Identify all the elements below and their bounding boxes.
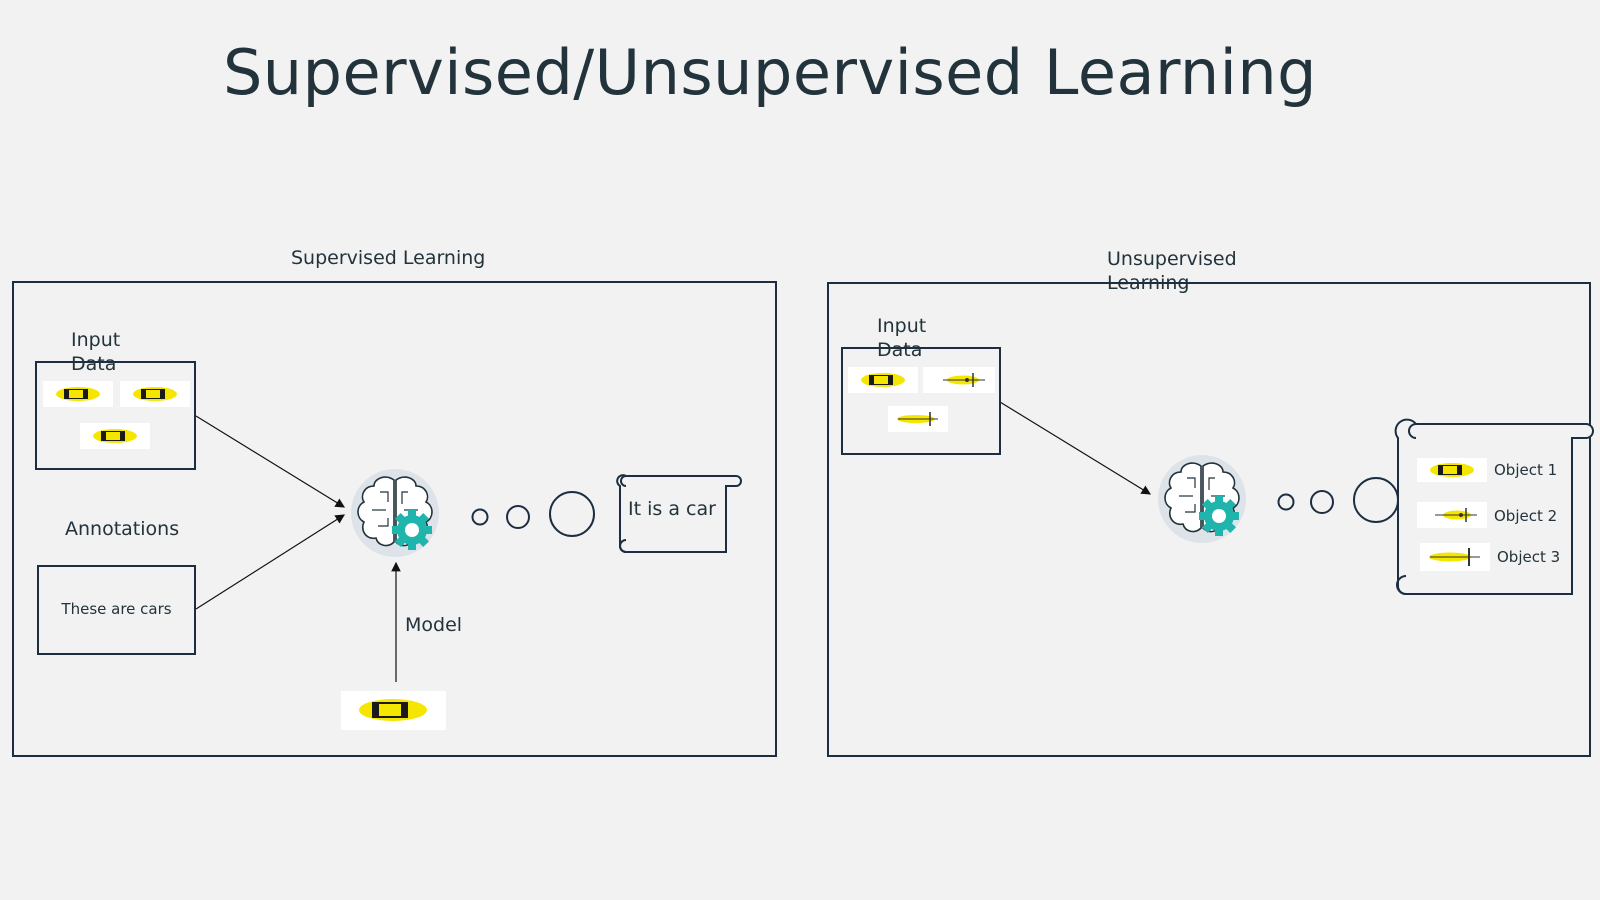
car-icon xyxy=(359,699,427,721)
brain-gear-icon xyxy=(351,469,439,557)
object-3-label: Object 3 xyxy=(1497,548,1561,566)
annotation-text: These are cars xyxy=(61,600,172,618)
car-icon xyxy=(56,387,100,401)
plane-icon xyxy=(1429,548,1480,566)
brain-gear-icon xyxy=(1158,455,1246,543)
car-image xyxy=(848,367,918,393)
output-text: It is a car xyxy=(628,498,716,520)
unsupervised-section-label: Unsupervised Learning xyxy=(1107,248,1237,294)
car-icon xyxy=(133,387,177,401)
model-label: Model xyxy=(405,614,463,636)
car-image xyxy=(43,381,113,407)
object-1-label: Object 1 xyxy=(1494,461,1558,479)
output-scroll xyxy=(616,474,742,553)
car-icon xyxy=(93,429,137,443)
model-car-image xyxy=(341,691,446,730)
supervised-panel xyxy=(12,281,777,757)
car-icon xyxy=(1430,463,1474,477)
object-2-image xyxy=(1417,502,1487,528)
slide-title: Supervised/Unsupervised Learning xyxy=(222,36,1318,109)
thought-bubbles xyxy=(471,491,595,537)
car-image xyxy=(80,423,150,449)
supervised-input-data-label: Input Data xyxy=(71,329,121,375)
plane-icon xyxy=(1435,508,1477,522)
supervised-section-label: Supervised Learning xyxy=(291,247,486,269)
object-3-image xyxy=(1420,543,1490,571)
car-image xyxy=(120,381,190,407)
plane-icon xyxy=(943,373,985,387)
plane-icon xyxy=(897,412,938,426)
object-2-label: Object 2 xyxy=(1494,507,1558,525)
object-1-image xyxy=(1417,458,1487,482)
supervised-input-data-box xyxy=(35,361,196,470)
unsupervised-input-data-box xyxy=(841,347,1001,455)
unsupervised-input-data-label: Input Data xyxy=(877,315,927,361)
annotations-label: Annotations xyxy=(65,518,180,540)
car-icon xyxy=(861,373,905,387)
annotation-box xyxy=(37,565,196,655)
unsupervised-panel xyxy=(827,282,1591,757)
plane-image xyxy=(923,367,995,393)
plane-image xyxy=(888,406,948,432)
